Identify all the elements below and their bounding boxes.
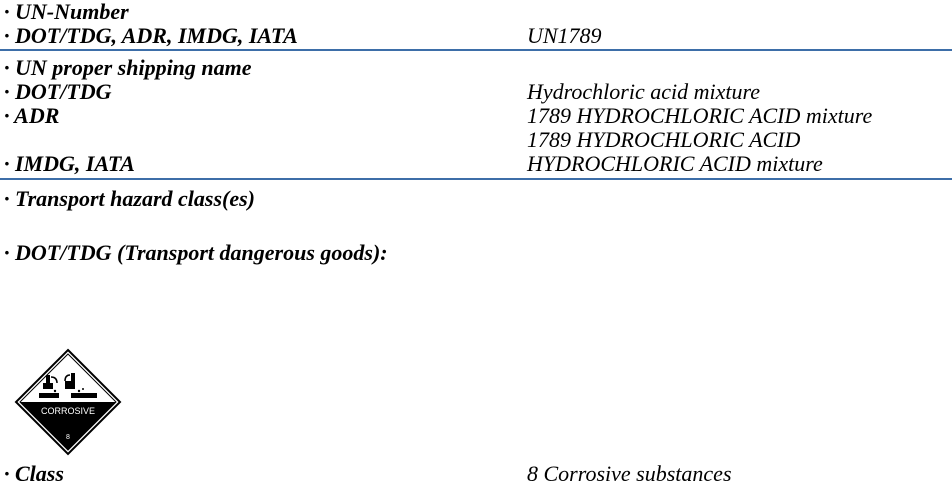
shipping-name-dot-label: · DOT/TDG [4,79,112,104]
shipping-name-adr-label: · ADR [4,103,60,128]
un-number-heading: · UN-Number [4,0,129,24]
hazard-dot-heading: · DOT/TDG (Transport dangerous goods): [4,240,388,265]
corrosive-liquid-icon [39,373,97,398]
corrosive-placard: CORROSIVE 8 [14,348,122,456]
shipping-name-imdg-value: HYDROCHLORIC ACID mixture [527,151,823,176]
shipping-name-dot-value: Hydrochloric acid mixture [527,79,760,104]
shipping-name-imdg-label: · IMDG, IATA [4,151,135,176]
section-divider [0,49,952,51]
placard-class-number: 8 [66,434,70,441]
placard-label: CORROSIVE [41,406,95,416]
section-divider [0,178,952,180]
un-number-value: UN1789 [527,23,602,48]
shipping-name-adr-value-1: 1789 HYDROCHLORIC ACID mixture [527,103,873,128]
hazard-class-heading: · Transport hazard class(es) [4,186,255,211]
un-number-modes-label: · DOT/TDG, ADR, IMDG, IATA [4,23,298,48]
hazard-class-label: · Class [4,461,64,486]
shipping-name-adr-value-2: 1789 HYDROCHLORIC ACID [527,127,801,152]
shipping-name-heading: · UN proper shipping name [4,55,252,80]
hazard-class-value: 8 Corrosive substances [527,461,732,486]
